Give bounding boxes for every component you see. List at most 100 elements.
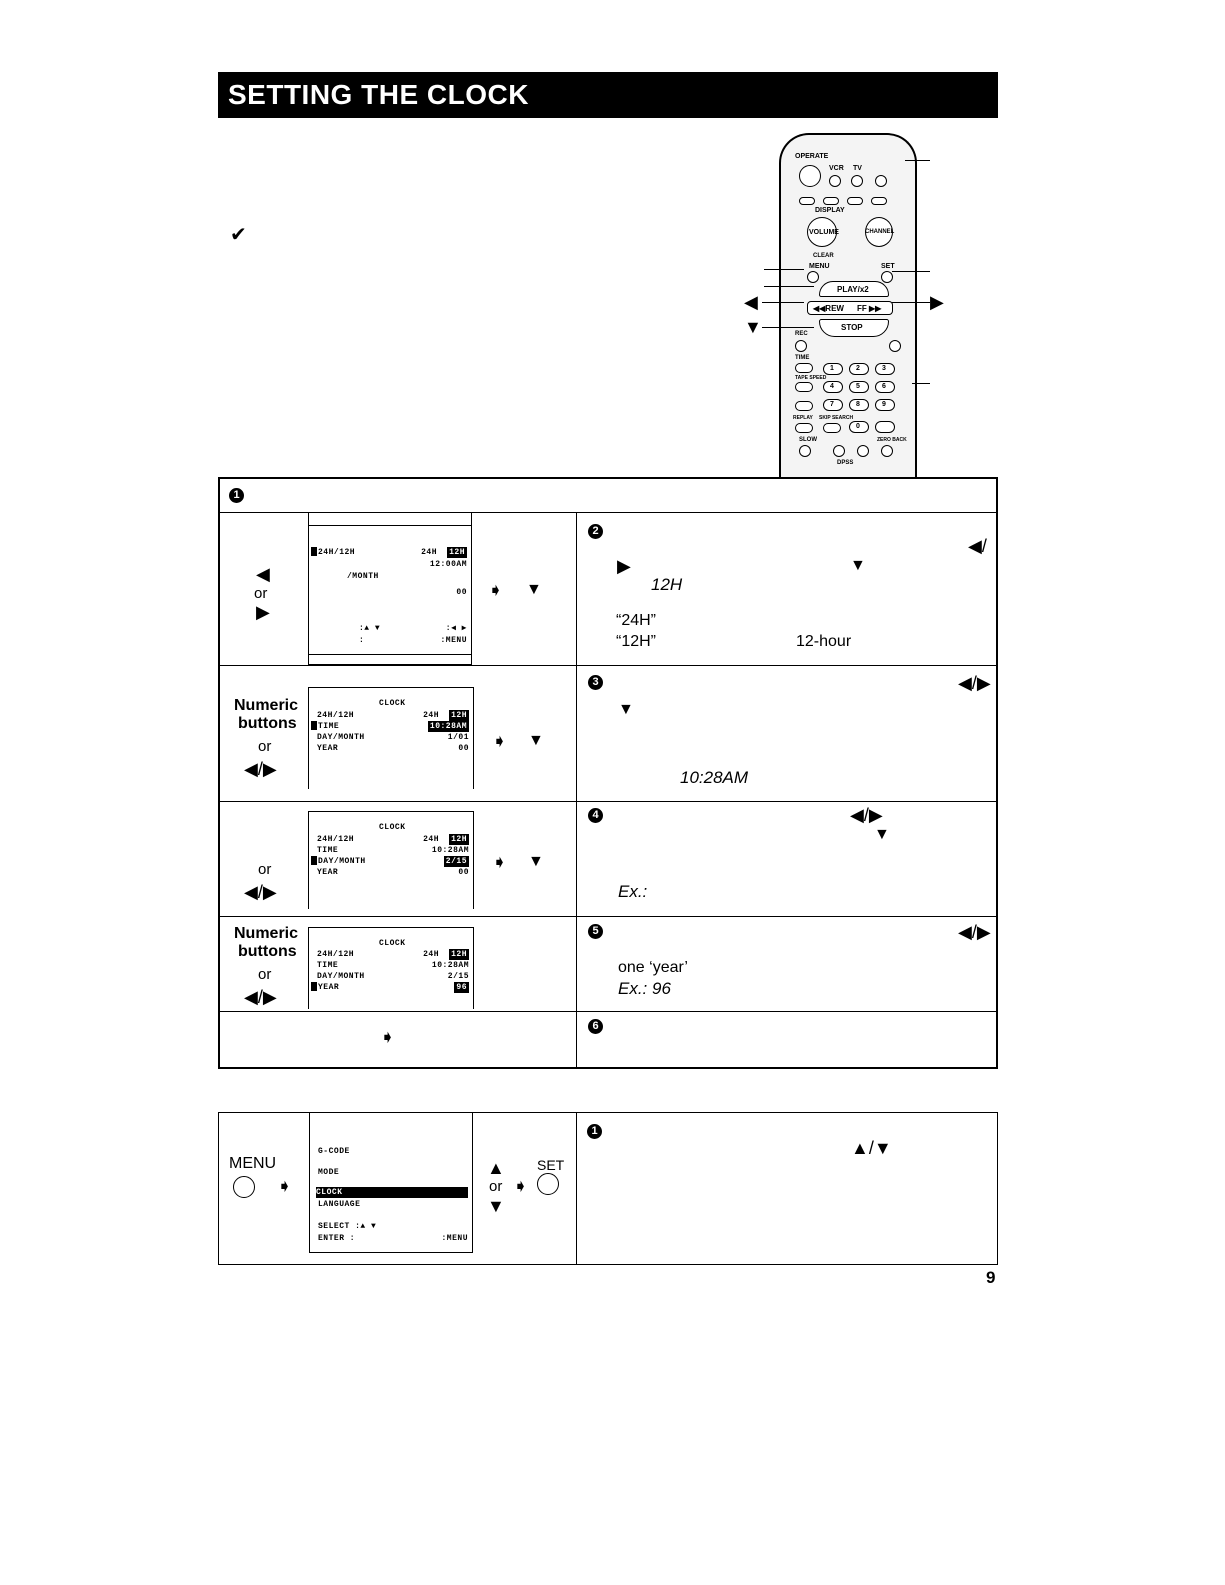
next-arrow-icon: ➧ bbox=[492, 731, 508, 751]
volume-label: VOLUME bbox=[809, 229, 839, 236]
column-divider bbox=[576, 1113, 577, 1264]
osd-value: 10:28AM bbox=[431, 846, 469, 855]
callout-line bbox=[764, 286, 814, 287]
key-button: 0 bbox=[849, 421, 869, 433]
left-right-arrows-icon: ◀/▶ bbox=[244, 882, 277, 902]
key-label: 8 bbox=[856, 401, 860, 408]
example-year: Ex.: 96 bbox=[618, 979, 671, 998]
channel-label: CHANNEL bbox=[865, 229, 895, 235]
down-arrow-icon: ▼ bbox=[526, 581, 542, 598]
osd-value: 10:28AM bbox=[427, 721, 469, 732]
down-arrow-icon: ▼ bbox=[744, 317, 762, 337]
buttons-label: buttons bbox=[238, 715, 297, 732]
down-arrow-icon: ▼ bbox=[528, 853, 544, 870]
key-label: 1 bbox=[830, 365, 834, 372]
callout-line bbox=[892, 271, 930, 272]
key-button: 1 bbox=[823, 363, 843, 375]
osd-label: YEAR bbox=[317, 744, 339, 753]
key-label: 7 bbox=[830, 401, 834, 408]
operate-button bbox=[799, 165, 821, 187]
osd-label: TIME bbox=[318, 722, 340, 731]
example-12h: 12H bbox=[651, 575, 683, 594]
replay-button bbox=[795, 423, 813, 433]
twelve-hour-text: 12-hour bbox=[796, 633, 852, 650]
clear-label: CLEAR bbox=[813, 253, 834, 259]
row-divider bbox=[220, 801, 996, 802]
menu-item: MODE bbox=[318, 1168, 340, 1177]
vcr-button bbox=[829, 175, 841, 187]
key-label: 9 bbox=[882, 401, 886, 408]
key-label: 3 bbox=[882, 365, 886, 372]
osd-label: 24H/12H bbox=[318, 548, 356, 557]
zero-back-label: ZERO BACK bbox=[877, 437, 907, 443]
osd-value: 12:00AM bbox=[429, 560, 467, 569]
row-divider bbox=[220, 916, 996, 917]
menu-hint: :MENU bbox=[441, 1234, 468, 1243]
menu-label: MENU bbox=[809, 263, 830, 270]
numeric-label: Numeric bbox=[234, 697, 299, 714]
volume-rocker bbox=[807, 217, 837, 247]
down-arrow-icon: ▼ bbox=[850, 557, 866, 574]
key-label: 5 bbox=[856, 383, 860, 390]
zero-back-button bbox=[881, 445, 893, 457]
step-2-number: 2 bbox=[588, 524, 603, 539]
osd-value: 12H bbox=[449, 949, 469, 960]
remote-control-illustration: OPERATE VCR TV DISPLAY VOLUME CHANNEL CL… bbox=[779, 133, 917, 478]
right-arrow-icon: ▶ bbox=[930, 292, 944, 312]
osd-value: 12H bbox=[447, 547, 467, 558]
osd-label: :▲ ▼ bbox=[359, 624, 381, 633]
example-time: 10:28AM bbox=[680, 768, 749, 787]
down-arrow-icon: ▼ bbox=[874, 826, 890, 843]
osd-row: /MONTH bbox=[347, 571, 467, 582]
menu-label: MENU bbox=[229, 1155, 277, 1172]
osd-mid: 24H bbox=[423, 835, 439, 844]
key-label: 6 bbox=[882, 383, 886, 390]
down-arrow-icon: ▼ bbox=[487, 1196, 505, 1216]
callout-line bbox=[762, 327, 814, 328]
next-arrow-icon: ➧ bbox=[488, 580, 504, 600]
or-label: or bbox=[258, 738, 272, 755]
osd-value: 10:28AM bbox=[431, 961, 469, 970]
key-button: 2 bbox=[849, 363, 869, 375]
left-right-arrows-icon: ◀/▶ bbox=[244, 759, 277, 779]
menu-item: G-CODE bbox=[318, 1147, 350, 1156]
slow-label: SLOW bbox=[799, 437, 817, 443]
page-number: 9 bbox=[986, 1268, 996, 1287]
osd-value: 00 bbox=[458, 744, 469, 753]
enter-hint: ENTER ::MENU bbox=[318, 1233, 468, 1244]
cursor-icon bbox=[311, 547, 317, 557]
osd-label: 24H/12H bbox=[317, 835, 355, 844]
key-label: 4 bbox=[830, 383, 834, 390]
left-right-arrows-icon: ◀/▶ bbox=[958, 673, 991, 693]
key-button: 8 bbox=[849, 399, 869, 411]
menu-button bbox=[807, 271, 819, 283]
osd-title: CLOCK bbox=[379, 823, 406, 832]
step-1-number: 1 bbox=[229, 488, 244, 503]
osd-value: 1/01 bbox=[447, 733, 469, 742]
dpss-right-button bbox=[857, 445, 869, 457]
screen-divider bbox=[309, 525, 471, 526]
menu-button-icon bbox=[233, 1176, 255, 1198]
numeric-label: Numeric bbox=[234, 925, 299, 942]
or-label: or bbox=[254, 585, 268, 602]
osd-label: 24H/12H bbox=[317, 711, 355, 720]
page-title: SETTING THE CLOCK bbox=[218, 72, 998, 118]
osd-label: /MONTH bbox=[347, 572, 379, 581]
next-arrow-icon: ➧ bbox=[277, 1176, 293, 1196]
callout-line bbox=[764, 269, 804, 270]
dpss-left-button bbox=[833, 445, 845, 457]
osd-value: 00 bbox=[458, 868, 469, 877]
down-arrow-icon: ▼ bbox=[618, 701, 634, 718]
step-4-number: 4 bbox=[588, 808, 603, 823]
remote-small-button bbox=[847, 197, 863, 205]
osd-row: 12:00AM bbox=[317, 559, 467, 570]
callout-line bbox=[892, 302, 930, 303]
